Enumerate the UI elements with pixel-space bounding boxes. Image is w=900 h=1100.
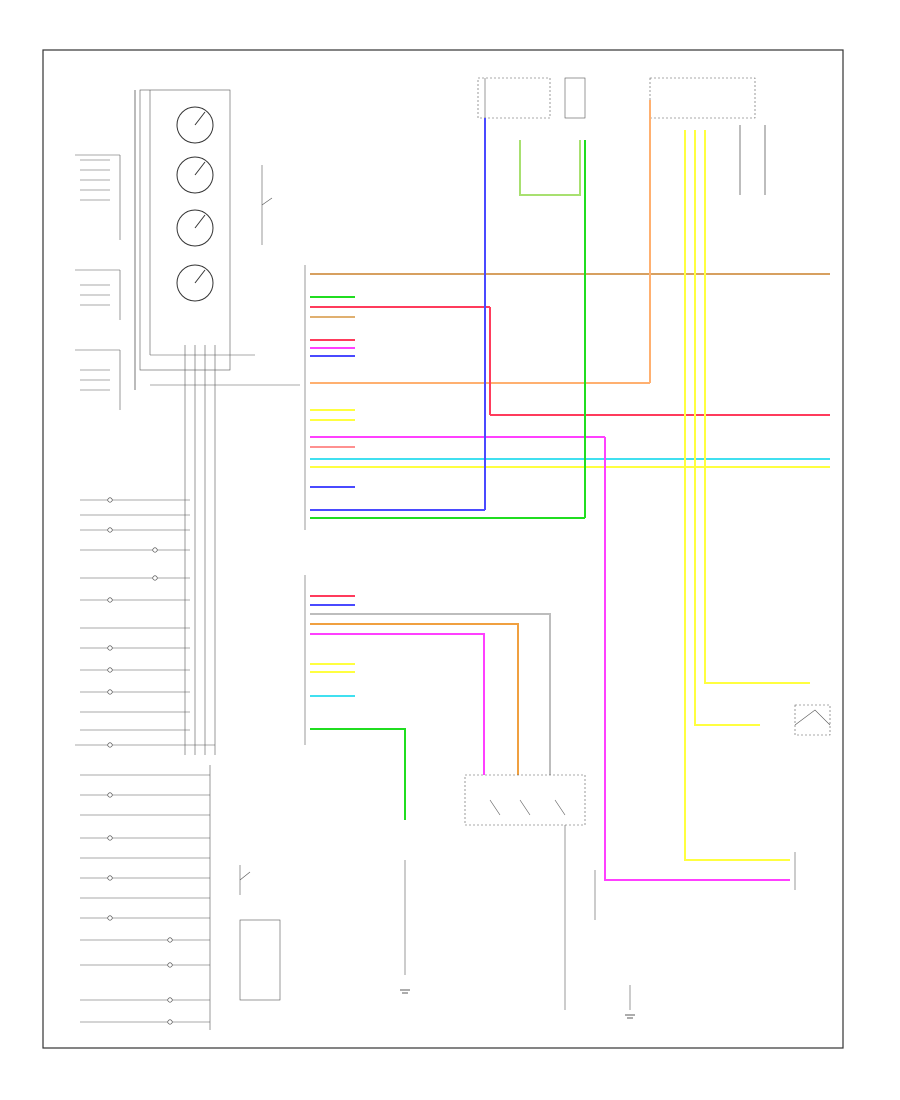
gauge-3 <box>176 209 214 247</box>
top-fuse-block-right <box>649 77 756 119</box>
gauge-1 <box>176 106 214 144</box>
wire-gray-lower <box>310 613 551 775</box>
wire-lightgreen-loop <box>519 140 581 196</box>
warning-lamp-ladder <box>75 499 215 1030</box>
switch-symbols <box>239 165 281 1001</box>
wire-magenta-vertical <box>604 437 790 881</box>
upper-harness <box>310 273 830 519</box>
top-fuse-block-left <box>477 77 551 119</box>
wire-magenta-lower <box>310 633 485 775</box>
indicator-group-left <box>75 154 121 410</box>
wire-orange-lower <box>310 623 519 775</box>
wire-yellow-vertical-1 <box>684 130 790 861</box>
top-relay-box <box>564 77 586 119</box>
wire-green-lower <box>310 728 406 820</box>
lower-switch-block <box>404 774 631 1010</box>
gauge-2 <box>176 156 214 194</box>
diagram-frame <box>42 49 844 1049</box>
lower-harness <box>310 595 551 820</box>
ground-symbols <box>400 989 635 1019</box>
wire-yellow-vertical-2 <box>694 130 760 726</box>
right-component-upper <box>794 704 831 736</box>
lamp-symbols <box>107 497 173 1025</box>
gauge-4 <box>176 264 214 302</box>
wire-yellow-vertical-3 <box>704 130 810 684</box>
vertical-harness <box>484 100 810 881</box>
